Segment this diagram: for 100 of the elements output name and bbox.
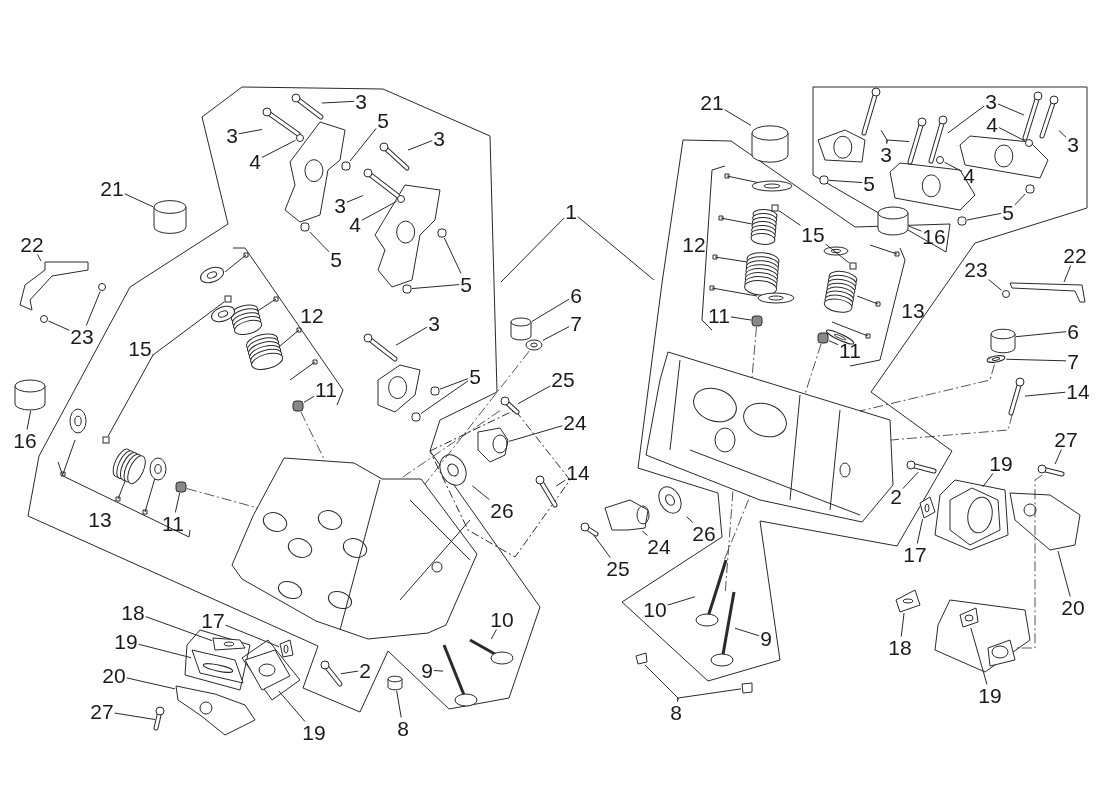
callout-number: 5 bbox=[862, 172, 876, 194]
bolt bbox=[928, 115, 948, 164]
ring bbox=[149, 457, 167, 481]
callout-number: 23 bbox=[69, 325, 95, 347]
callout-number: 11 bbox=[161, 512, 185, 534]
leader-line bbox=[886, 139, 910, 144]
valve-spring bbox=[112, 448, 146, 485]
leader-line bbox=[186, 488, 259, 509]
callout-number: 16 bbox=[921, 225, 947, 247]
bucket-tappet bbox=[990, 328, 1016, 354]
callout-number: 20 bbox=[101, 664, 127, 686]
callout-number: 4 bbox=[248, 150, 262, 172]
leader-line bbox=[424, 350, 530, 485]
callout-number: 15 bbox=[800, 223, 826, 245]
part bbox=[279, 639, 294, 658]
callout-number: 12 bbox=[681, 233, 707, 255]
leader-line bbox=[37, 254, 42, 262]
callout-number: 3 bbox=[427, 312, 441, 334]
leader-line bbox=[667, 596, 696, 606]
callout-number: 4 bbox=[985, 113, 999, 135]
callout-number: 3 bbox=[879, 143, 893, 165]
bucket-tappet bbox=[153, 200, 187, 234]
camshaft-support bbox=[284, 121, 346, 223]
bolt bbox=[906, 460, 937, 474]
washer bbox=[98, 283, 106, 291]
leader-line bbox=[724, 109, 752, 126]
bolt bbox=[379, 142, 410, 171]
bolt bbox=[363, 333, 398, 362]
leader-line bbox=[593, 534, 611, 558]
leader-line bbox=[174, 492, 181, 513]
leader-line bbox=[399, 410, 501, 480]
bolt bbox=[291, 93, 324, 120]
leader-line bbox=[114, 712, 156, 720]
ring bbox=[751, 180, 793, 192]
callout-number: 18 bbox=[120, 601, 146, 623]
leader-line bbox=[517, 385, 551, 405]
valve-spring bbox=[823, 270, 858, 313]
leader-line bbox=[724, 495, 751, 560]
leader-line bbox=[225, 624, 280, 648]
leader-line bbox=[641, 530, 648, 536]
callout-number: 18 bbox=[887, 636, 913, 658]
bolt bbox=[580, 522, 599, 537]
part bbox=[212, 637, 246, 651]
leader-line bbox=[677, 688, 742, 702]
callout-number: 13 bbox=[900, 299, 926, 321]
ring bbox=[757, 292, 795, 304]
callout-number: 24 bbox=[646, 535, 672, 557]
leader-line bbox=[471, 485, 490, 501]
bolt bbox=[153, 706, 165, 731]
part bbox=[604, 499, 650, 531]
leader-line bbox=[261, 139, 296, 158]
leader-line bbox=[361, 200, 397, 221]
leader-line bbox=[1015, 331, 1067, 338]
callout-number: 8 bbox=[396, 717, 410, 739]
ring bbox=[823, 246, 849, 256]
callout-number: 3 bbox=[1066, 133, 1080, 155]
callout-number: 10 bbox=[489, 608, 515, 630]
part bbox=[895, 589, 921, 613]
leader-line bbox=[1054, 449, 1062, 465]
cylinder-head bbox=[231, 457, 478, 640]
camshaft-support bbox=[817, 129, 866, 163]
leader-line bbox=[916, 518, 924, 544]
callout-number: 20 bbox=[1060, 596, 1086, 618]
leader-line bbox=[490, 629, 497, 640]
callout-number: 11 bbox=[314, 378, 338, 400]
leader-line bbox=[439, 378, 469, 390]
leader-line bbox=[26, 410, 32, 430]
leader-line bbox=[349, 128, 377, 162]
callout-number: 6 bbox=[1066, 320, 1080, 342]
callout-number: 19 bbox=[977, 684, 1003, 706]
callout-number: 17 bbox=[200, 609, 226, 631]
leader-line bbox=[577, 216, 655, 281]
ring bbox=[200, 266, 224, 284]
ring bbox=[69, 408, 87, 434]
dowel bbox=[402, 284, 412, 294]
callout-number: 3 bbox=[354, 90, 368, 112]
leader-line bbox=[804, 343, 822, 395]
callout-number: 23 bbox=[963, 258, 989, 280]
valve-collet bbox=[102, 436, 110, 444]
leader-line bbox=[1058, 130, 1067, 138]
callout-number: 19 bbox=[113, 630, 139, 652]
callout-number: 13 bbox=[87, 508, 113, 530]
part bbox=[959, 607, 979, 628]
leader-line bbox=[902, 471, 919, 490]
dowel bbox=[341, 161, 351, 171]
bolt bbox=[535, 475, 558, 508]
callout-number: 2 bbox=[889, 485, 903, 507]
callout-number: 24 bbox=[562, 411, 588, 433]
leader-line bbox=[908, 225, 922, 232]
valve-seal bbox=[817, 332, 829, 344]
leader-line bbox=[828, 179, 863, 184]
leader-line bbox=[411, 284, 460, 290]
pipe bbox=[1009, 282, 1086, 303]
callout-number: 16 bbox=[12, 429, 38, 451]
leader-line bbox=[309, 231, 330, 253]
bolt bbox=[1022, 91, 1043, 141]
leader-line bbox=[124, 193, 154, 208]
dowel bbox=[1025, 184, 1035, 194]
valve-collet bbox=[849, 262, 857, 270]
valve-spring bbox=[750, 209, 778, 245]
